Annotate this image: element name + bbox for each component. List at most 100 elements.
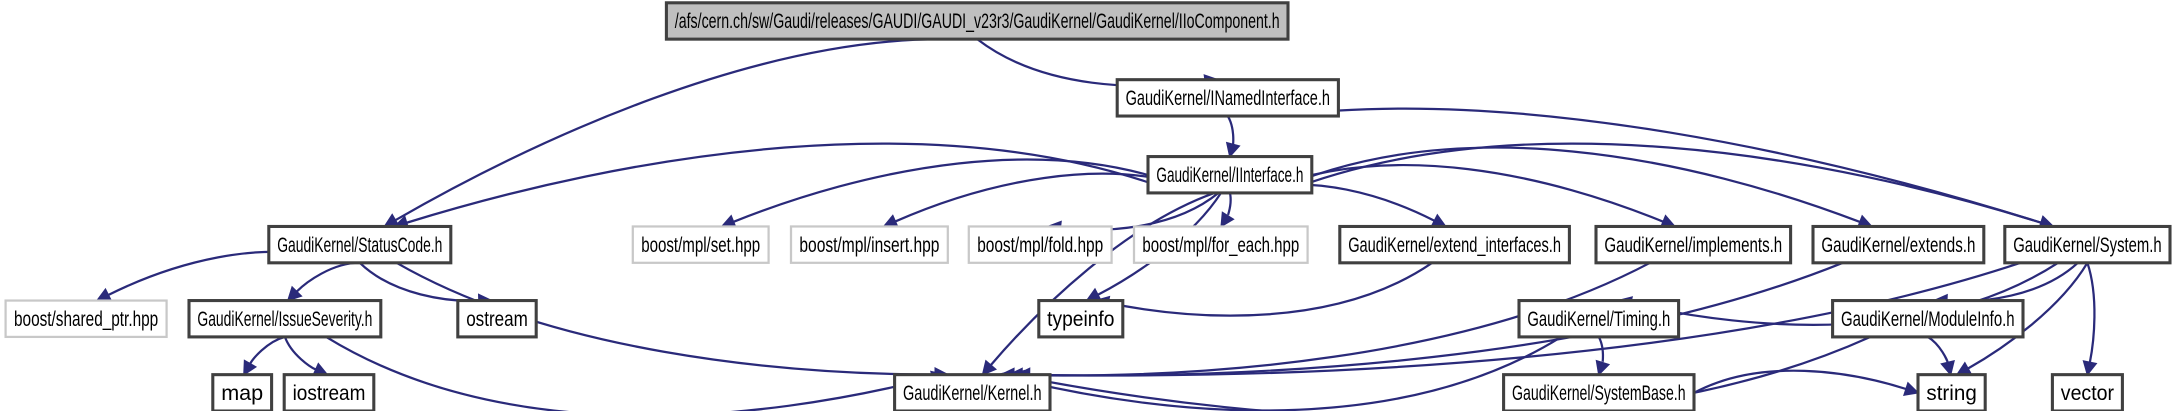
- graph-node-typeinfo[interactable]: typeinfo: [1037, 299, 1125, 339]
- graph-node-issueseverity[interactable]: GaudiKernel/IssueSeverity.h: [187, 299, 383, 339]
- graph-node-statuscode[interactable]: GaudiKernel/StatusCode.h: [267, 224, 453, 265]
- node-label: boost/mpl/insert.hpp: [799, 232, 939, 257]
- node-label: GaudiKernel/SystemBase.h: [1512, 380, 1686, 405]
- node-box[interactable]: [1811, 224, 1986, 265]
- graph-node-moduleinfo[interactable]: GaudiKernel/ModuleInfo.h: [1831, 299, 2025, 339]
- node-box[interactable]: [967, 225, 1113, 264]
- node-label: GaudiKernel/IInterface.h: [1156, 162, 1303, 187]
- dependency-edge: [1009, 335, 1562, 411]
- node-box[interactable]: [1037, 299, 1125, 339]
- graph-node-iostream[interactable]: iostream: [282, 373, 376, 411]
- dependency-edge: [733, 158, 1199, 223]
- dependency-edge: [1226, 192, 1232, 217]
- node-label: /afs/cern.ch/sw/Gaudi/releases/GAUDI/GAU…: [675, 8, 1280, 33]
- node-label: boost/mpl/set.hpp: [641, 232, 760, 257]
- node-box[interactable]: [267, 224, 453, 265]
- node-label: GaudiKernel/Timing.h: [1527, 306, 1670, 331]
- graph-node-kernel[interactable]: GaudiKernel/Kernel.h: [893, 373, 1052, 411]
- node-box[interactable]: [1916, 373, 1987, 411]
- node-box[interactable]: [1146, 155, 1314, 195]
- node-box[interactable]: [187, 299, 383, 339]
- edge-arrowhead: [1225, 141, 1241, 159]
- dependency-edge: [1269, 146, 1861, 224]
- dependency-edge: [1226, 115, 1235, 145]
- node-label: boost/shared_ptr.hpp: [14, 306, 158, 331]
- node-box[interactable]: [1831, 299, 2025, 339]
- dependency-edge: [394, 38, 941, 222]
- node-label: GaudiKernel/extends.h: [1821, 232, 1975, 257]
- node-layer: /afs/cern.ch/sw/Gaudi/releases/GAUDI/GAU…: [4, 1, 2172, 411]
- graph-node-inamed[interactable]: GaudiKernel/INamedInterface.h: [1115, 78, 1340, 118]
- graph-node-implements[interactable]: GaudiKernel/implements.h: [1594, 224, 1793, 265]
- graph-node-mpl_set[interactable]: boost/mpl/set.hpp: [631, 225, 770, 264]
- graph-node-system[interactable]: GaudiKernel/System.h: [2003, 224, 2172, 265]
- dependency-edge: [1280, 142, 2042, 224]
- node-label: vector: [2061, 380, 2114, 405]
- graph-node-mpl_insert[interactable]: boost/mpl/insert.hpp: [789, 225, 949, 264]
- node-box[interactable]: [1115, 78, 1340, 118]
- dependency-edge: [1967, 262, 2089, 370]
- node-box[interactable]: [211, 373, 274, 411]
- node-label: GaudiKernel/IssueSeverity.h: [197, 306, 372, 331]
- graph-node-ostream[interactable]: ostream: [456, 299, 538, 339]
- graph-node-extends[interactable]: GaudiKernel/extends.h: [1811, 224, 1986, 265]
- graph-node-iinterface[interactable]: GaudiKernel/IInterface.h: [1146, 155, 1314, 195]
- node-label: typeinfo: [1047, 306, 1114, 331]
- node-box[interactable]: [1594, 224, 1793, 265]
- node-box[interactable]: [1502, 373, 1696, 411]
- node-label: GaudiKernel/implements.h: [1604, 232, 1782, 257]
- node-label: GaudiKernel/ModuleInfo.h: [1841, 306, 2015, 331]
- graph-node-root[interactable]: /afs/cern.ch/sw/Gaudi/releases/GAUDI/GAU…: [664, 1, 1290, 41]
- graph-node-mpl_foreach[interactable]: boost/mpl/for_each.hpp: [1132, 225, 1309, 264]
- graph-node-string[interactable]: string: [1916, 373, 1987, 411]
- graph-node-map[interactable]: map: [211, 373, 274, 411]
- edge-arrowhead: [2082, 360, 2098, 377]
- dependency-edge: [406, 142, 1179, 224]
- graph-node-timing[interactable]: GaudiKernel/Timing.h: [1517, 299, 1681, 339]
- graph-node-shared_ptr[interactable]: boost/shared_ptr.hpp: [4, 299, 168, 339]
- graph-node-systembase[interactable]: GaudiKernel/SystemBase.h: [1502, 373, 1696, 411]
- node-label: string: [1926, 380, 1976, 405]
- node-label: boost/mpl/fold.hpp: [977, 232, 1103, 257]
- dependency-edge: [1927, 335, 1949, 363]
- graph-node-mpl_fold[interactable]: boost/mpl/fold.hpp: [967, 225, 1113, 264]
- dependency-edge: [1946, 261, 2079, 303]
- edge-arrowhead: [243, 359, 258, 376]
- edge-arrowhead: [1940, 359, 1955, 377]
- node-box[interactable]: [2003, 224, 2172, 265]
- edge-arrowhead: [1220, 211, 1235, 228]
- dependency-edge: [989, 191, 1215, 366]
- node-box[interactable]: [789, 225, 949, 264]
- node-box[interactable]: [4, 299, 168, 339]
- node-label: GaudiKernel/StatusCode.h: [277, 232, 442, 257]
- node-box[interactable]: [893, 373, 1052, 411]
- node-box[interactable]: [1338, 224, 1571, 265]
- node-box[interactable]: [456, 299, 538, 339]
- graph-node-extend_ifaces[interactable]: GaudiKernel/extend_interfaces.h: [1338, 224, 1571, 265]
- edge-arrowhead: [981, 359, 998, 376]
- dependency-edge: [325, 335, 933, 411]
- node-box[interactable]: [1132, 225, 1309, 264]
- edge-arrowhead: [1903, 381, 1920, 396]
- edge-arrowhead: [286, 285, 303, 302]
- node-label: map: [221, 380, 263, 405]
- dependency-edge: [1107, 261, 1433, 317]
- node-label: GaudiKernel/extend_interfaces.h: [1348, 232, 1561, 257]
- dependency-edge: [2086, 262, 2096, 363]
- node-box[interactable]: [1517, 299, 1681, 339]
- graph-node-vector[interactable]: vector: [2050, 373, 2124, 411]
- node-box[interactable]: [2050, 373, 2124, 411]
- dependency-edge: [295, 261, 360, 293]
- edge-arrowhead: [95, 287, 113, 302]
- node-label: iostream: [293, 380, 366, 405]
- edge-arrowhead: [1595, 359, 1611, 377]
- node-label: boost/mpl/for_each.hpp: [1142, 232, 1299, 257]
- dependency-edge: [1022, 335, 1871, 411]
- node-box[interactable]: [631, 225, 770, 264]
- node-box[interactable]: [664, 1, 1290, 41]
- dependency-edge: [249, 335, 286, 365]
- node-box[interactable]: [282, 373, 376, 411]
- node-label: ostream: [466, 306, 528, 331]
